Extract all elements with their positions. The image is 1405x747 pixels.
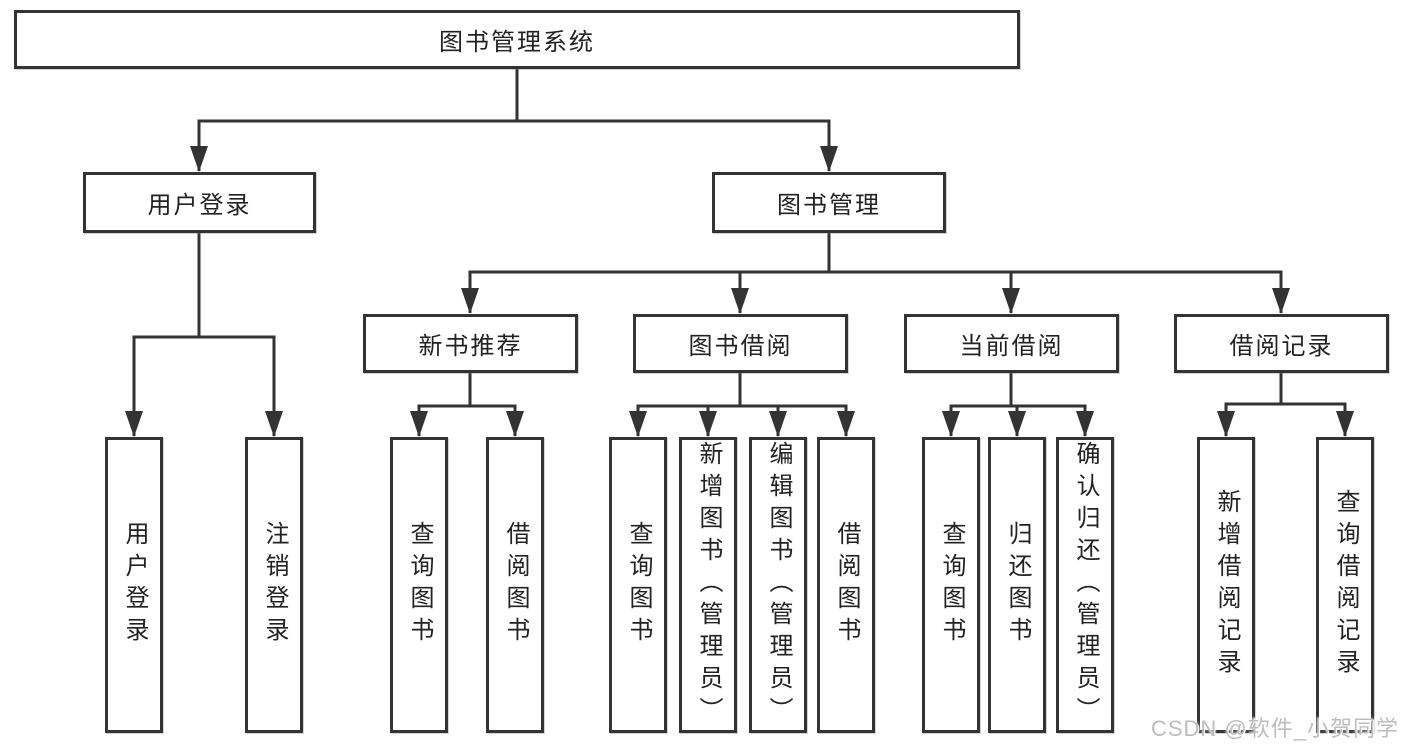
leaf-query-book-borrow: 查询图书: [609, 437, 667, 733]
leaf-query-book-borrow-label: 查询图书: [625, 521, 652, 649]
node-user-login-label: 用户登录: [147, 192, 252, 219]
leaf-query-borrow-record-label: 查询借阅记录: [1332, 489, 1359, 681]
leaf-confirm-return-admin-label: 确认归还（管理员）: [1072, 441, 1099, 729]
node-borrow-record: 借阅记录: [1174, 314, 1389, 373]
node-book-borrow: 图书借阅: [633, 314, 848, 373]
node-new-book-recommend: 新书推荐: [363, 314, 578, 373]
leaf-add-borrow-record-label: 新增借阅记录: [1213, 489, 1240, 681]
csdn-watermark: CSDN @软件_小贺同学: [1150, 716, 1399, 741]
arrowheads: [125, 146, 1354, 437]
leaf-query-borrow-record: 查询借阅记录: [1316, 437, 1374, 733]
node-book-management-label: 图书管理: [777, 192, 881, 219]
node-borrow-record-label: 借阅记录: [1229, 333, 1334, 360]
leaf-edit-book-admin-label: 编辑图书（管理员）: [765, 441, 792, 729]
leaf-edit-book-admin: 编辑图书（管理员）: [749, 437, 807, 733]
node-root-label: 图书管理系统: [439, 29, 595, 56]
leaf-return-book: 归还图书: [988, 437, 1046, 733]
leaf-borrow-book-label: 借阅图书: [833, 521, 860, 649]
node-book-borrow-label: 图书借阅: [688, 333, 793, 360]
leaf-add-book-admin: 新增图书（管理员）: [679, 437, 737, 733]
leaf-user-login-label: 用户登录: [121, 521, 148, 649]
node-current-borrow-label: 当前借阅: [959, 333, 1064, 360]
leaf-user-login: 用户登录: [105, 437, 163, 733]
node-user-login: 用户登录: [83, 172, 316, 233]
node-new-book-recommend-label: 新书推荐: [418, 333, 523, 360]
leaf-logout: 注销登录: [245, 437, 303, 733]
leaf-query-book-current: 查询图书: [922, 437, 980, 733]
leaf-borrow-book-recommend: 借阅图书: [486, 437, 544, 733]
node-root: 图书管理系统: [14, 10, 1020, 69]
leaf-query-book-recommend: 查询图书: [390, 437, 448, 733]
leaf-query-book-current-label: 查询图书: [938, 521, 965, 649]
leaf-logout-label: 注销登录: [261, 521, 288, 649]
leaf-add-book-admin-label: 新增图书（管理员）: [695, 441, 722, 729]
leaf-add-borrow-record: 新增借阅记录: [1197, 437, 1255, 733]
leaf-borrow-book-recommend-label: 借阅图书: [502, 521, 529, 649]
leaf-return-book-label: 归还图书: [1004, 521, 1031, 649]
leaf-borrow-book: 借阅图书: [817, 437, 875, 733]
node-book-management: 图书管理: [712, 172, 946, 233]
leaf-confirm-return-admin: 确认归还（管理员）: [1056, 437, 1114, 733]
node-current-borrow: 当前借阅: [904, 314, 1119, 373]
leaf-query-book-recommend-label: 查询图书: [406, 521, 433, 649]
